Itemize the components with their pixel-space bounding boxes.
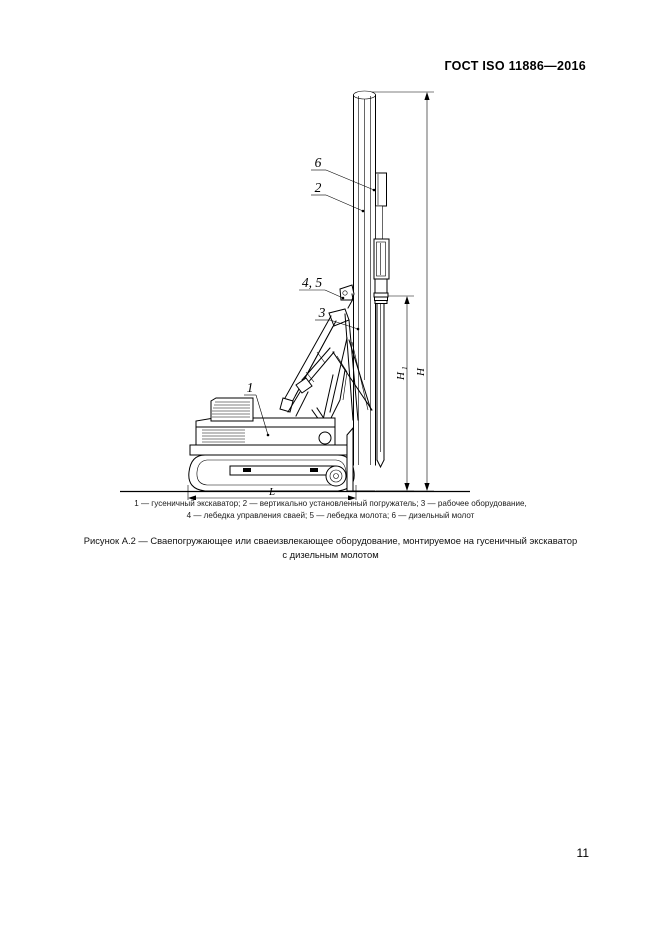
dimension-H: H (372, 91, 434, 492)
crawler-excavator (188, 397, 355, 492)
dimension-H1: H 1 (376, 295, 414, 492)
legend-line-2: 4 — лебедка управления сваей; 5 — лебедк… (186, 510, 475, 520)
excavator-platform (189, 444, 353, 456)
hammer-anvil-plate-1 (373, 292, 389, 298)
callout-label-6: 6 (315, 155, 322, 170)
track-roller-2 (310, 468, 318, 472)
caption-line-1: Рисунок А.2 — Сваепогружающее или сваеиз… (83, 535, 578, 546)
hood-grille (212, 401, 250, 418)
callout-4-5: 4, 5 (299, 275, 345, 300)
dim-L-arrow-left (188, 495, 196, 500)
callout-2: 2 (311, 180, 365, 213)
body-grille (202, 429, 245, 443)
connecting-rod-inner (336, 355, 348, 401)
callout-6-leader (325, 169, 375, 191)
callout-2-dot (361, 209, 365, 213)
callout-label-2: 2 (315, 180, 322, 195)
boom-mount-pivot (318, 431, 332, 445)
hammer-rail (375, 205, 383, 240)
arm-lower-link-2 (295, 391, 309, 417)
dimension-label-H: H (415, 367, 427, 377)
engine-hood (210, 397, 254, 422)
winch-drum (342, 290, 348, 296)
track-roller-1 (243, 468, 251, 472)
callout-2-leader (325, 194, 364, 212)
brace-right-inner (351, 341, 369, 411)
hammer-cylinder-inner (376, 241, 386, 277)
rear-linkage-2 (322, 374, 334, 421)
callout-1-dot (266, 433, 270, 437)
working-equipment (279, 293, 373, 425)
callout-6: 6 (311, 155, 376, 192)
hydraulic-cylinder-body (301, 347, 331, 381)
diesel-hammer (373, 172, 390, 469)
figure-caption: Рисунок А.2 — Сваепогружающее или сваеиз… (0, 534, 661, 561)
excavator-house (195, 417, 336, 446)
dim-H-arrow-bottom (424, 483, 430, 491)
dimension-L: L (187, 485, 357, 500)
hammer-anvil-plate-2 (374, 296, 388, 301)
hammer-lower-guide (374, 278, 388, 294)
callout-3: 3 (315, 305, 360, 331)
document-standard-header: ГОСТ ISO 11886—2016 (444, 59, 586, 73)
pile-tip (376, 459, 385, 469)
callout-label-1: 1 (247, 380, 254, 395)
technical-figure: H H 1 L (0, 80, 661, 500)
figure-legend: 1 — гусеничный экскаватор; 2 — вертикаль… (0, 498, 661, 521)
callout-6-dot (372, 188, 376, 192)
dim-H1-arrow-bottom (404, 483, 410, 491)
hydraulic-cylinder-body-2 (305, 351, 335, 386)
callout-4-5-leader (324, 289, 344, 299)
rear-linkage (344, 369, 373, 411)
dimension-label-H1-group: H 1 (395, 366, 409, 381)
dimension-label-L: L (268, 486, 275, 498)
hydraulic-cylinder-head (295, 377, 313, 394)
mast-foot-column (346, 426, 354, 492)
arm-lower-link (287, 391, 301, 413)
dim-H1-arrow-top (404, 296, 410, 304)
legend-line-1: 1 — гусеничный экскаватор; 2 — вертикаль… (134, 499, 527, 508)
connecting-rod (329, 351, 346, 421)
boom-upper-chord (284, 315, 332, 399)
caption-line-2: с дизельным молотом (282, 548, 379, 560)
callout-4-5-dot (341, 296, 345, 300)
figure-drawing: H H 1 L (120, 90, 470, 500)
track-sprocket-hub (333, 473, 339, 479)
dim-H-arrow-top (424, 92, 430, 100)
boom-foot (279, 397, 294, 413)
callout-1-leader (255, 394, 269, 436)
mast-vertical-support-2 (348, 319, 359, 421)
hammer-head-block (375, 172, 387, 207)
callout-label-4-5: 4, 5 (302, 275, 323, 290)
mast-upper-strut (347, 293, 354, 309)
boom-lattice-1 (316, 351, 326, 364)
callout-3-dot (356, 327, 360, 331)
callout-label-3: 3 (318, 305, 326, 320)
dimension-label-H1-subscript: 1 (400, 366, 409, 370)
brace-left (329, 337, 348, 413)
callout-1: 1 (244, 380, 270, 437)
dimension-label-H1: H (395, 371, 407, 381)
page-number: 11 (576, 846, 589, 860)
dim-L-arrow-right (348, 495, 356, 500)
callout-3-leader (329, 319, 359, 330)
mast-vertical-support (344, 313, 354, 421)
hammer-anvil-plate-3 (374, 300, 388, 304)
